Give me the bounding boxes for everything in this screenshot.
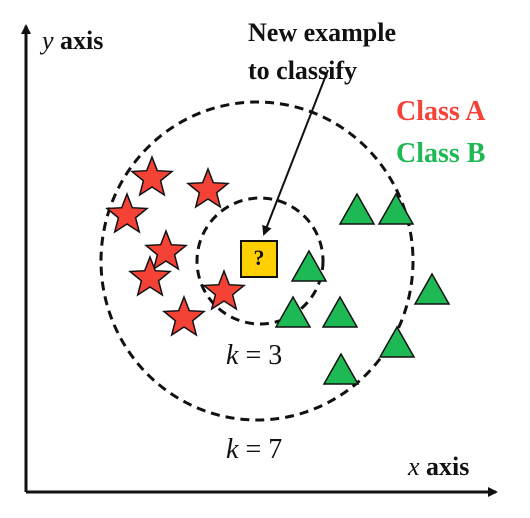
k-inner-value: 3 [268, 340, 283, 371]
x-axis-variable: x [408, 452, 420, 481]
class-b-triangle [377, 192, 415, 225]
k-outer-label: k = 7 [226, 434, 282, 466]
annotation-arrow [262, 69, 329, 236]
class-a-star [162, 294, 206, 337]
class-b-triangle [290, 249, 328, 282]
legend-class-b: Class B [396, 138, 486, 169]
class-a-star [105, 191, 149, 234]
k-outer-equals: = [245, 434, 262, 465]
query-point-box [240, 240, 278, 278]
class-a-star [202, 268, 246, 311]
class-b-triangle [378, 325, 416, 358]
y-axis-label: y axis [42, 26, 103, 56]
k-outer-variable: k [226, 434, 239, 465]
class-a-star [130, 154, 174, 197]
class-b-points [274, 192, 451, 385]
inner-neighborhood-circle [195, 196, 325, 326]
k-outer-value: 7 [268, 434, 283, 465]
k-inner-equals: = [245, 340, 262, 371]
y-axis-variable: y [42, 26, 54, 55]
annotation-line-2: to classify [248, 56, 358, 85]
class-b-triangle [322, 352, 360, 385]
class-b-triangle [413, 272, 451, 305]
class-a-star [128, 254, 172, 297]
x-axis-label: x axis [408, 452, 469, 482]
x-axis-word: axis [426, 452, 470, 481]
class-b-triangle [338, 192, 376, 225]
class-a-points [105, 154, 246, 337]
class-a-star [186, 166, 230, 209]
class-a-star [144, 228, 188, 271]
k-inner-variable: k [226, 340, 239, 371]
y-axis-word: axis [60, 26, 104, 55]
k-inner-label: k = 3 [226, 340, 282, 372]
class-b-triangle [321, 295, 359, 328]
legend-class-a: Class A [396, 96, 486, 127]
annotation-line-1: New example [248, 18, 397, 47]
query-symbol: ? [253, 245, 265, 270]
class-b-triangle [274, 295, 312, 328]
outer-neighborhood-circle [99, 100, 415, 422]
